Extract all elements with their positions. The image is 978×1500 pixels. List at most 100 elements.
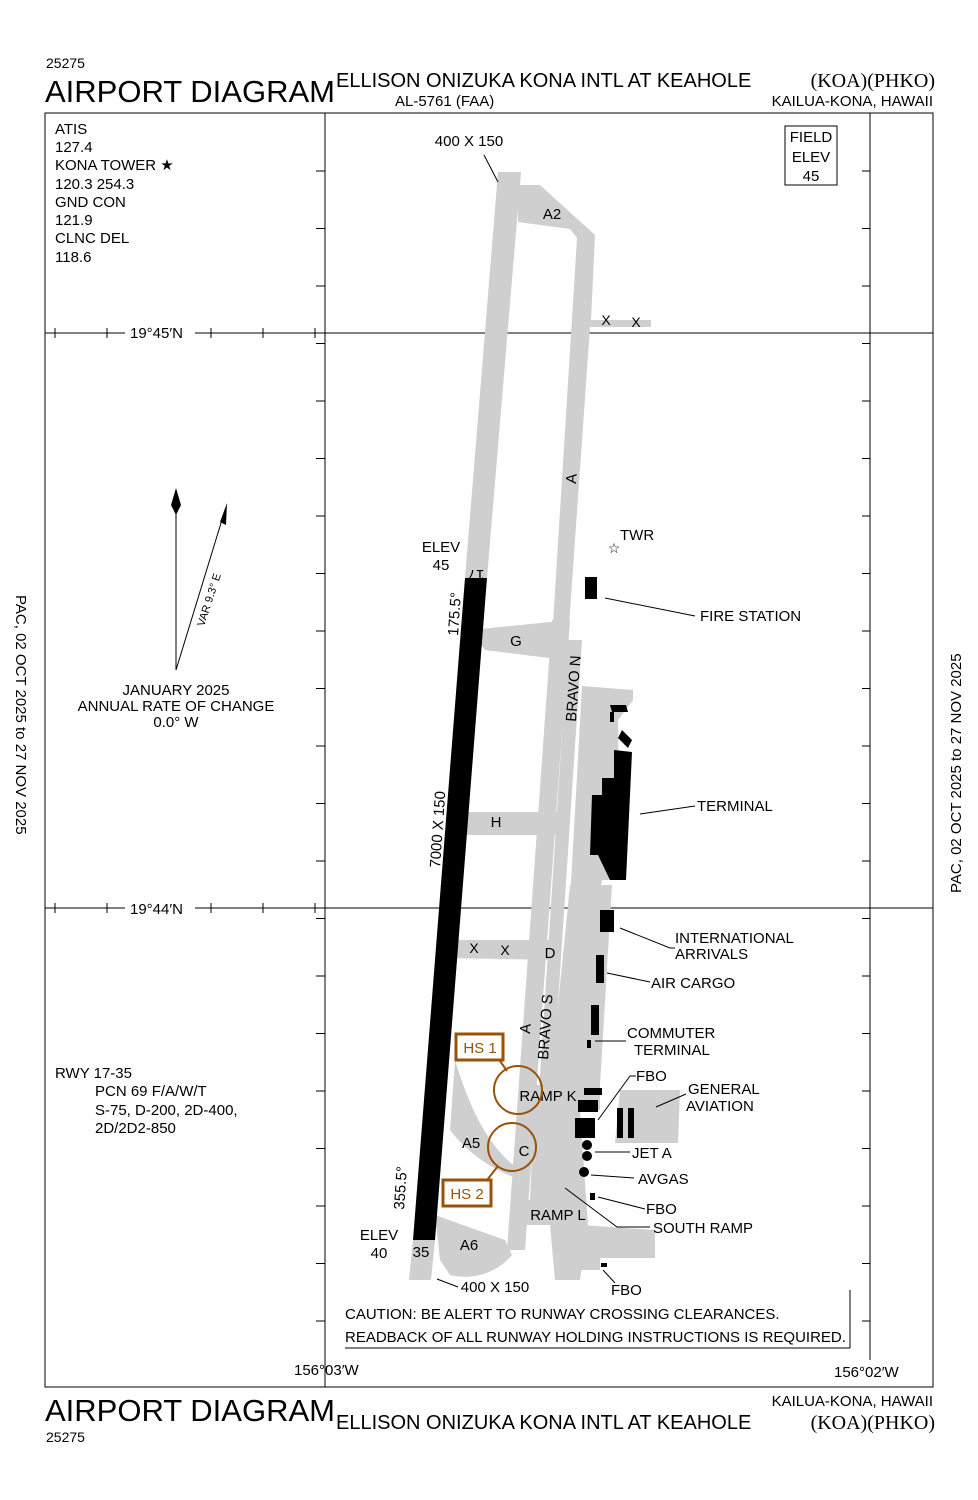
taxiway-bravo xyxy=(532,640,582,1200)
lon-west-label: 156°03′W xyxy=(294,1362,360,1379)
terminal-label: TERMINAL xyxy=(697,798,773,815)
fbo-label: FBO xyxy=(636,1068,667,1085)
field-elev-label: ELEV xyxy=(792,149,830,166)
commuter-terminal-label: COMMUTER xyxy=(627,1025,715,1042)
intl-arrivals-label: INTERNATIONAL xyxy=(675,930,794,947)
runway-dimensions: 7000 X 150 xyxy=(427,791,449,869)
caution-note: CAUTION: BE ALERT TO RUNWAY CROSSING CLE… xyxy=(345,1306,780,1323)
city: KAILUA-KONA, HAWAII xyxy=(772,93,933,110)
taxiway-a xyxy=(507,620,570,1250)
elev-17-value: 45 xyxy=(433,557,450,574)
comm-line: CLNC DEL xyxy=(55,230,129,247)
commuter-terminal-label: TERMINAL xyxy=(634,1042,710,1059)
graticule-ticks xyxy=(54,170,934,1322)
hold-marking-x: X xyxy=(601,312,611,328)
caution-note: READBACK OF ALL RUNWAY HOLDING INSTRUCTI… xyxy=(345,1329,846,1346)
rwy-info-line: PCN 69 F/A/W/T xyxy=(95,1083,207,1100)
taxiway-label-a: A xyxy=(563,473,581,484)
runway-end-17: 17 xyxy=(468,566,485,583)
elev-35-label: ELEV xyxy=(360,1227,398,1244)
lat-north-label: 19°45′N xyxy=(130,325,183,342)
magvar-rate-label: ANNUAL RATE OF CHANGE xyxy=(78,698,275,715)
jet-a-label: JET A xyxy=(632,1145,672,1162)
comm-line: 118.6 xyxy=(55,249,91,266)
comm-line: ATIS xyxy=(55,121,87,138)
rwy-info-line: S-75, D-200, 2D-400, xyxy=(95,1102,238,1119)
hot-spot-label: HS 2 xyxy=(450,1186,483,1203)
rwy-info-line: RWY 17-35 xyxy=(55,1065,132,1082)
hot-spot-2[interactable]: HS 2 xyxy=(441,1122,537,1208)
true-north-icon xyxy=(171,488,181,515)
hold-marking-x: X xyxy=(469,940,479,956)
taxiway-label-bravo-n: BRAVO N xyxy=(563,655,585,722)
taxiway-label-a2: A2 xyxy=(543,206,561,223)
runway-heading-35: 355.5° xyxy=(391,1166,411,1211)
lat-south-label: 19°44′N xyxy=(130,901,183,918)
general-aviation-ramp xyxy=(615,1090,680,1143)
fbo-label: FBO xyxy=(646,1201,677,1218)
comm-line: GND CON xyxy=(55,194,126,211)
north-extension xyxy=(465,172,521,578)
airport-name: ELLISON ONIZUKA KONA INTL AT KEAHOLE xyxy=(336,70,751,92)
pavement xyxy=(409,172,680,1280)
intl-arrivals-label: ARRIVALS xyxy=(675,946,748,963)
footer-airport-ids: (KOA)(PHKO) xyxy=(811,1412,935,1434)
footer-title: AIRPORT DIAGRAM xyxy=(45,1393,335,1428)
lon-east-label: 156°02′W xyxy=(834,1364,900,1381)
effective-dates-left: PAC, 02 OCT 2025 to 27 NOV 2025 xyxy=(12,595,29,835)
effective-dates-right: PAC, 02 OCT 2025 to 27 NOV 2025 xyxy=(948,653,965,893)
south-ramp-label: SOUTH RAMP xyxy=(653,1220,753,1237)
tower-label: TWR xyxy=(620,527,654,544)
avgas-label: AVGAS xyxy=(638,1171,689,1188)
facility-leaders xyxy=(564,597,696,1284)
ramp-k-label: RAMP K xyxy=(519,1088,576,1105)
taxiway-label-d: D xyxy=(545,945,556,962)
hot-spot-label: HS 1 xyxy=(463,1040,496,1057)
footer-airport-name: ELLISON ONIZUKA KONA INTL AT KEAHOLE xyxy=(336,1412,751,1434)
magvar-rate: 0.0° W xyxy=(153,714,199,731)
south-extension xyxy=(409,1240,435,1280)
runway-heading-17: 175.5° xyxy=(445,592,465,637)
taxiway-label-c: C xyxy=(519,1143,530,1160)
magnetic-north-icon xyxy=(220,503,227,525)
taxiway-label-h: H xyxy=(491,814,502,831)
field-elev-label: FIELD xyxy=(790,129,833,146)
hold-marking-x: X xyxy=(500,942,510,958)
field-elev-value: 45 xyxy=(803,168,820,185)
taxiway-a5 xyxy=(450,1060,522,1180)
airport-ids: (KOA)(PHKO) xyxy=(811,70,935,92)
taxiway-label-a-south: A xyxy=(517,1023,535,1034)
comm-line: 121.9 xyxy=(55,212,93,229)
magvar-label: VAR 9.3° E xyxy=(195,572,223,628)
runway-17-35 xyxy=(413,578,487,1240)
taxiway-a2-a-north xyxy=(518,185,651,640)
ramp-l-label: RAMP L xyxy=(530,1207,586,1224)
south-extension-dims: 400 X 150 xyxy=(461,1279,529,1296)
procedure-id: AL-5761 (FAA) xyxy=(395,93,494,110)
hold-marking-x: X xyxy=(631,314,641,330)
fbo-label: FBO xyxy=(611,1282,642,1299)
north-extension-dims: 400 X 150 xyxy=(435,133,503,150)
taxiway-a6 xyxy=(435,1215,512,1277)
footer-chart-number: 25275 xyxy=(46,1429,85,1445)
runway-end-35: 35 xyxy=(413,1244,430,1261)
elev-17-label: ELEV xyxy=(422,539,460,556)
hot-spot-1[interactable]: HS 1 xyxy=(454,1032,543,1115)
comm-line: KONA TOWER ★ xyxy=(55,157,174,174)
footer-city: KAILUA-KONA, HAWAII xyxy=(772,1393,933,1410)
magvar-date: JANUARY 2025 xyxy=(122,682,229,699)
comms-block: ATIS 127.4 KONA TOWER ★ 120.3 254.3 GND … xyxy=(55,121,174,266)
taxiway-g xyxy=(470,620,570,660)
frame xyxy=(44,112,934,1388)
general-aviation-label: AVIATION xyxy=(686,1098,754,1115)
rwy-info-line: 2D/2D2-850 xyxy=(95,1120,176,1137)
air-cargo-label: AIR CARGO xyxy=(651,975,735,992)
general-aviation-label: GENERAL xyxy=(688,1081,760,1098)
taxiway-d xyxy=(440,940,560,960)
fire-station-label: FIRE STATION xyxy=(700,608,801,625)
south-ramp xyxy=(580,1225,655,1270)
elev-35-value: 40 xyxy=(371,1245,388,1262)
buildings xyxy=(575,577,634,1267)
taxiway-label-a5: A5 xyxy=(462,1135,480,1152)
